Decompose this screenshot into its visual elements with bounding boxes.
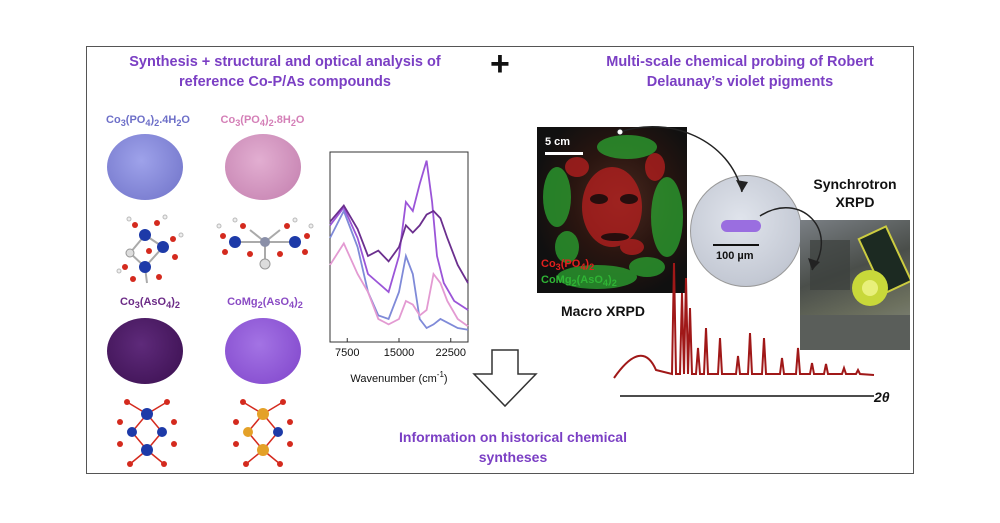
spectrum-series-2	[329, 241, 469, 327]
right-section-title: Multi-scale chemical probing of Robert D…	[606, 54, 874, 90]
pigment-disc-co3po4-8h2o	[225, 134, 301, 200]
compound-label-comg2aso4: CoMg2(AsO4)2	[227, 296, 303, 311]
left-section-title: Synthesis + structural and optical analy…	[129, 54, 441, 90]
crystal-structure-co3aso4	[117, 399, 177, 467]
macro-scalebar-label: 5 cm	[545, 136, 571, 148]
pattern-axis-label: 2θ	[873, 389, 890, 405]
crystal-structure-co3po4-8h2o	[216, 217, 314, 270]
x-tick-label: 15000	[384, 347, 415, 359]
pigment-disc-co3po4-4h2o	[107, 134, 183, 200]
compound-label-co3po4-8h2o: Co3(PO4)2.8H2O	[220, 114, 305, 129]
micro-sample-disc: 100 µm	[690, 175, 802, 287]
crystal-structure-comg2aso4	[233, 399, 293, 467]
spectrum-series-3	[329, 160, 469, 311]
micro-sample-fragment	[721, 220, 761, 232]
optical-spectra-chart: 7500 15000 22500 Wavenumber (cm-1)	[329, 151, 469, 385]
macro-map-texture	[543, 135, 683, 289]
macro-xrpd-caption: Macro XRPD	[560, 303, 646, 319]
micro-scalebar	[713, 244, 759, 246]
chart-series-layer	[329, 160, 469, 331]
macro-legend-red: Co3(PO4)2	[541, 258, 595, 273]
macro-scalebar	[545, 152, 583, 155]
micro-scalebar-label: 100 µm	[716, 250, 754, 262]
spectrum-series-1	[329, 208, 469, 331]
x-tick-label: 7500	[335, 347, 359, 359]
x-tick-label: 22500	[435, 347, 466, 359]
info-historical-syntheses: Information on historical chemical synth…	[399, 429, 627, 465]
synchrotron-xrpd-label: Synchrotron XRPD	[813, 176, 897, 210]
figure-frame	[86, 46, 914, 474]
crystal-structure-co3po4-4h2o	[116, 214, 184, 284]
chart-tick-layer: 7500 15000 22500	[335, 338, 466, 359]
pattern-curve	[613, 262, 875, 379]
macro-xrpd-map: 5 cm Co3(PO4)2 CoMg2(AsO4)2	[537, 127, 687, 293]
chart-x-axis-label: Wavenumber (cm-1)	[350, 370, 447, 385]
plus-sign: +	[490, 45, 510, 83]
connector-arrows	[616, 125, 823, 271]
spectrum-series-4	[329, 204, 469, 284]
pigment-disc-comg2aso4	[225, 318, 301, 384]
compound-label-co3aso4: Co3(AsO4)2	[120, 296, 180, 311]
compound-label-co3po4-4h2o: Co3(PO4)2.4H2O	[106, 114, 190, 129]
down-arrow-icon	[472, 349, 538, 408]
macro-legend-green: CoMg2(AsO4)2	[541, 274, 617, 289]
xrpd-pattern: 2θ	[613, 262, 890, 405]
pigment-disc-co3aso4	[107, 318, 183, 384]
